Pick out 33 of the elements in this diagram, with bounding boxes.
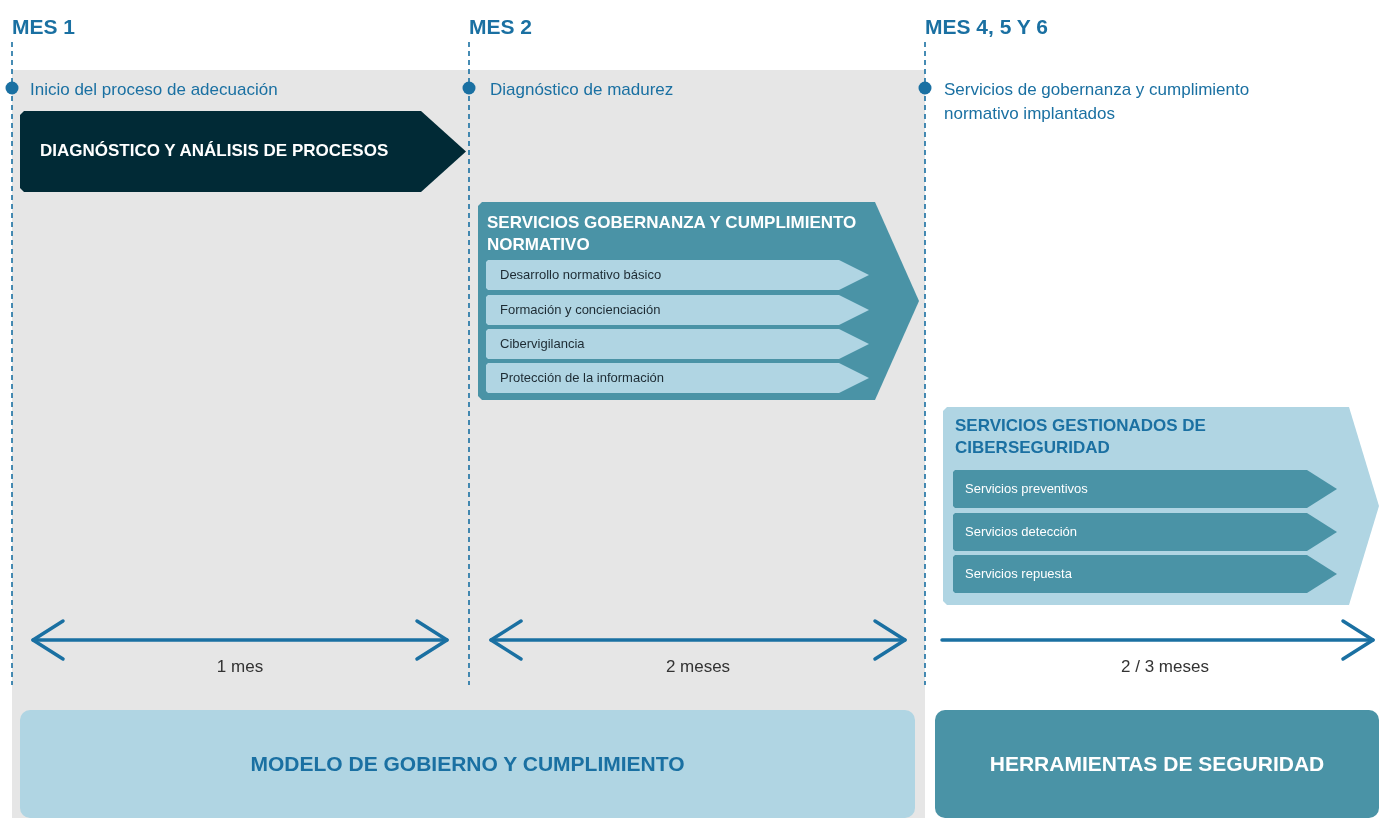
service-label: Servicios detección (965, 523, 1077, 541)
service-tag (953, 555, 1337, 593)
duration-label: 2 / 3 meses (1121, 657, 1209, 676)
band-title: HERRAMIENTAS DE SEGURIDAD (989, 751, 1325, 778)
phase-title: SERVICIOS GOBERNANZA Y CUMPLIMIENTO NORMATIVO (487, 212, 858, 257)
category-band (20, 710, 915, 818)
service-tag (486, 295, 869, 325)
phase-title: DIAGNÓSTICO Y ANÁLISIS DE PROCESOS (40, 140, 389, 163)
service-label: Cibervigilancia (500, 335, 585, 353)
service-label: Servicios preventivos (965, 480, 1088, 498)
duration-label: 1 mes (216, 657, 264, 676)
service-label: Protección de la información (500, 369, 665, 387)
duration-label: 2 meses (665, 657, 731, 676)
service-label: Formación y concienciación (500, 301, 661, 319)
service-tag (486, 329, 869, 359)
month-heading: MES 2 (469, 15, 533, 38)
phase-banner (20, 111, 466, 192)
category-band (935, 710, 1379, 818)
service-tag (486, 363, 869, 393)
milestone-label: Diagnóstico de madurez (490, 80, 674, 99)
phase-panel (943, 407, 1379, 605)
service-label: Desarrollo normativo básico (500, 266, 662, 284)
milestone-label: Servicios de gobernanza y cumplimiento normativo implantados (944, 80, 1250, 123)
phase-panel (478, 202, 919, 400)
service-tag (486, 260, 869, 290)
milestone-label: Inicio del proceso de adecuación (30, 80, 278, 99)
month-heading: MES 4, 5 Y 6 (925, 15, 1048, 38)
month-heading: MES 1 (12, 15, 76, 38)
phase-title: SERVICIOS GESTIONADOS DE CIBERSEGURIDAD (955, 415, 1207, 460)
band-title: MODELO DE GOBIERNO Y CUMPLIMIENTO (250, 751, 685, 778)
service-label: Servicios repuesta (965, 565, 1072, 583)
service-tag (953, 513, 1337, 551)
service-tag (953, 470, 1337, 508)
